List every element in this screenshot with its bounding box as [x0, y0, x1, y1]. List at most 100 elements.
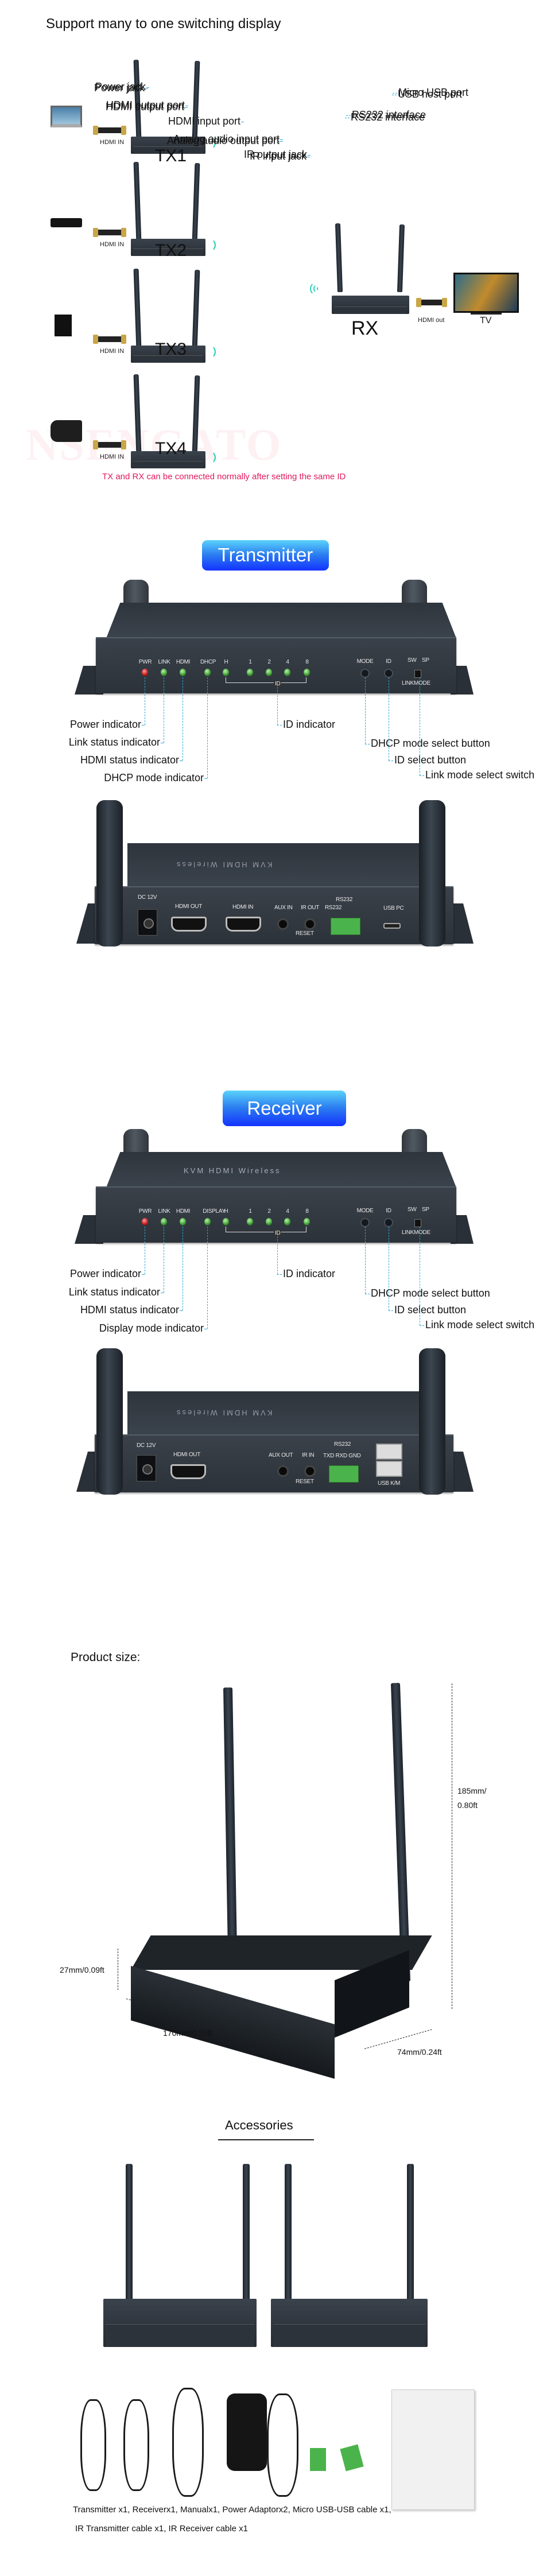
ir-out-jack[interactable]	[304, 918, 316, 930]
antenna	[243, 2164, 250, 2302]
led-label: 1	[249, 659, 252, 665]
device-top	[127, 843, 426, 887]
receiver-device	[103, 2299, 257, 2347]
switch-left-label: SW	[408, 1206, 417, 1213]
link-mode-label: LINKMODE	[402, 1229, 430, 1236]
link-led-indicator	[161, 1218, 167, 1225]
led-label: 8	[305, 1208, 309, 1215]
callout-label: Power indicator	[69, 719, 141, 730]
receiver-label: RX	[351, 317, 379, 339]
callout-line	[280, 139, 283, 140]
hdmi-cable-icon	[93, 126, 126, 135]
power-jack[interactable]	[137, 1455, 156, 1481]
antenna	[419, 800, 445, 946]
mode-select-button[interactable]	[360, 669, 370, 678]
wifi-signal-icon	[207, 343, 219, 360]
terminal-block-icon	[310, 2448, 326, 2471]
accessories-underline	[218, 2139, 314, 2140]
micro-usb-port[interactable]	[383, 923, 401, 929]
hdmi-out-port[interactable]	[170, 1464, 206, 1479]
reset-label: RESET	[296, 930, 314, 937]
callout-label: RS232 interface	[352, 109, 426, 121]
camcorder-icon	[51, 420, 82, 442]
laptop-icon	[51, 106, 82, 127]
antenna	[419, 1348, 445, 1495]
port-label: RS232	[325, 905, 342, 911]
transmitter-label: TX1	[155, 146, 187, 165]
ir-in-jack[interactable]	[304, 1465, 316, 1477]
led-label: H	[224, 1208, 228, 1215]
callout-label: HDMI input port	[168, 115, 240, 127]
antenna	[335, 223, 343, 293]
callout-label: DHCP mode select button	[371, 1287, 490, 1299]
callout-line	[277, 684, 278, 725]
hdmi-cable-icon	[93, 335, 126, 344]
aux-out-jack[interactable]	[277, 1465, 289, 1477]
link-mode-switch[interactable]	[414, 670, 421, 678]
transmitter-device-image	[131, 451, 205, 468]
id-select-button[interactable]	[384, 669, 393, 678]
callout-label: Link mode select switch	[425, 1319, 535, 1330]
device-front	[133, 461, 203, 468]
pwr-led-indicator	[142, 669, 148, 676]
port-label: USB K/M	[378, 1480, 401, 1487]
port-label: AUX OUT	[269, 1452, 293, 1458]
id-select-button[interactable]	[384, 1218, 393, 1227]
thickness-dimension: 27mm/0.09ft	[60, 1965, 104, 1974]
transmitter-device-image	[131, 239, 205, 256]
mode-select-button[interactable]	[360, 1218, 370, 1227]
usb-host-port[interactable]	[376, 1444, 402, 1460]
callout-label: Display mode indicator	[99, 1322, 204, 1334]
power-adaptor-icon	[227, 2393, 267, 2471]
button-label: ID	[386, 1208, 391, 1214]
accessories-line: IR Transmitter cable x1, IR Receiver cab…	[75, 2524, 248, 2534]
callout-label: USB host port	[398, 88, 463, 100]
callout-line	[420, 775, 424, 776]
led-label: PWR	[138, 1208, 152, 1215]
receiver-banner: Receiver	[223, 1091, 346, 1126]
8-led-indicator	[304, 669, 310, 676]
antenna	[223, 1687, 238, 1952]
callout-label: HDMI status indicator	[80, 754, 179, 766]
device-front	[131, 1966, 335, 2079]
led-label: 1	[249, 1208, 252, 1215]
device-top	[127, 1391, 426, 1436]
hdmi-out-port[interactable]	[171, 917, 207, 932]
led-label: 2	[267, 1208, 271, 1215]
callout-line	[185, 107, 188, 108]
aux-in-jack[interactable]	[277, 918, 289, 930]
transmitter-device	[271, 2299, 428, 2347]
dhcp-led-indicator	[204, 669, 211, 676]
led-label: H	[224, 659, 228, 665]
height-dimension-ft: 0.80ft	[457, 1801, 478, 1810]
device-top	[106, 1152, 456, 1188]
led-label: DISPLAY	[203, 1208, 226, 1215]
4-led-indicator	[284, 1218, 290, 1225]
antenna	[133, 161, 142, 243]
callout-label: Power indicator	[69, 1268, 141, 1279]
id-bracket	[226, 677, 306, 683]
power-jack[interactable]	[138, 909, 157, 936]
rs232-terminal[interactable]	[329, 1465, 359, 1483]
h-led-indicator	[223, 1218, 229, 1225]
callout-label: HDMI output port	[105, 101, 184, 112]
height-dimension: 185mm/	[457, 1786, 487, 1795]
wifi-signal-icon	[207, 449, 219, 466]
switch-left-label: SW	[408, 657, 417, 664]
callout-line	[277, 1233, 278, 1274]
hdmi-in-label: HDMI IN	[100, 348, 125, 355]
transmitter-label: TX3	[155, 340, 187, 359]
hdmi-in-label: HDMI IN	[100, 241, 125, 248]
rs232-terminal[interactable]	[331, 918, 360, 935]
port-label: DC 12V	[137, 1442, 156, 1449]
callout-label: ID indicator	[283, 719, 336, 730]
port-label: IR IN	[302, 1452, 315, 1458]
callout-label: Analog audio output port	[166, 135, 280, 146]
hdmi-in-port[interactable]	[226, 917, 261, 932]
antenna	[192, 60, 200, 141]
usb-host-port[interactable]	[376, 1461, 402, 1477]
device-front	[133, 249, 203, 256]
led-label: 8	[305, 659, 309, 665]
link-mode-switch[interactable]	[414, 1219, 421, 1227]
diagram-title: Support many to one switching display	[46, 16, 281, 32]
